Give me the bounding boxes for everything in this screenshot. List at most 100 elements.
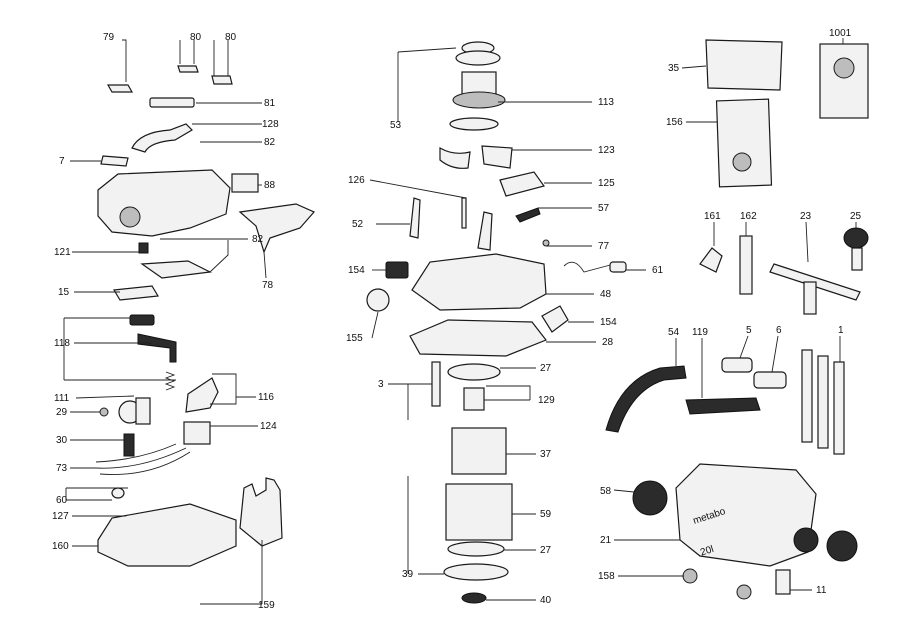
part-1001-card[interactable]	[819, 43, 869, 119]
part-158-caster-b[interactable]	[736, 584, 752, 600]
part-30-housing-body[interactable]	[135, 397, 151, 425]
part-40-cap[interactable]	[461, 592, 487, 604]
part-29-screw[interactable]	[99, 407, 109, 417]
part-154-switch[interactable]	[385, 261, 409, 279]
label-57: 57	[598, 203, 610, 214]
part-48-head[interactable]	[411, 253, 547, 311]
label-159: 159	[258, 600, 275, 611]
part-27-ring-b[interactable]	[447, 541, 505, 557]
part-1-tube-a[interactable]	[801, 349, 813, 443]
label-73: 73	[56, 463, 68, 474]
label-58: 58	[600, 486, 612, 497]
part-125-grille[interactable]	[499, 171, 545, 197]
part-124-block[interactable]	[183, 421, 211, 445]
part-116-bracket[interactable]	[185, 377, 219, 413]
part-27-ring[interactable]	[447, 363, 501, 381]
part-28-gasket[interactable]	[409, 319, 547, 357]
label-113: 113	[598, 97, 614, 108]
label-30: 30	[56, 435, 68, 446]
cover-intake-ring	[119, 206, 141, 228]
part-161-nozzle[interactable]	[699, 247, 723, 273]
part-159-holder[interactable]	[239, 477, 283, 547]
part-82-top-cover[interactable]	[97, 169, 231, 237]
part-58-wheel[interactable]	[632, 480, 668, 516]
part-81-latch[interactable]	[149, 97, 195, 108]
part-23-neck[interactable]	[803, 281, 817, 315]
part-60-knob[interactable]	[111, 487, 125, 499]
part-53-ring[interactable]	[455, 50, 501, 66]
label-23: 23	[800, 211, 812, 222]
part-78-flap[interactable]	[238, 203, 315, 254]
part-118-bracket[interactable]	[137, 333, 177, 363]
part-80-clip-b[interactable]	[211, 75, 233, 85]
part-35-filter-bag[interactable]	[705, 39, 783, 91]
label-124: 124	[260, 421, 277, 432]
part-73-cables[interactable]	[95, 443, 191, 475]
part-59-filter[interactable]	[445, 483, 513, 541]
part-15-board[interactable]	[113, 285, 159, 301]
part-162-nozzle[interactable]	[739, 235, 753, 295]
part-57-latch[interactable]	[515, 207, 541, 223]
part-79-clip[interactable]	[106, 84, 134, 93]
label-35: 35	[668, 63, 680, 74]
center-column-parts	[366, 41, 627, 604]
part-129-adapter[interactable]	[463, 387, 485, 411]
label-123: 123	[598, 145, 615, 156]
label-53-top: 53	[390, 120, 402, 131]
label-128: 128	[262, 119, 279, 130]
part-128-handle[interactable]	[131, 123, 193, 153]
part-7-label[interactable]	[100, 155, 129, 167]
part-126-rod[interactable]	[461, 197, 467, 229]
part-11-label[interactable]	[775, 569, 791, 595]
label-111: 111	[54, 393, 70, 404]
part-53-seal[interactable]	[449, 117, 499, 131]
part-39-plate[interactable]	[443, 563, 509, 581]
label-79: 79	[103, 32, 115, 43]
label-6: 6	[776, 325, 782, 336]
part-37-cage[interactable]	[451, 427, 507, 475]
part-160-base[interactable]	[97, 503, 237, 567]
part-25-neck[interactable]	[851, 247, 863, 271]
label-1: 1	[838, 325, 844, 336]
part-25-brush[interactable]	[843, 227, 869, 249]
label-77: 77	[598, 241, 610, 252]
part-113-motor[interactable]	[461, 71, 497, 95]
label-161: 161	[704, 211, 721, 222]
part-121-switch[interactable]	[138, 242, 149, 254]
label-121: 121	[54, 247, 71, 258]
label-82a: 82	[264, 137, 276, 148]
part-3-float[interactable]	[431, 361, 441, 407]
part-5-adapter[interactable]	[721, 357, 753, 373]
part-118-module[interactable]	[129, 314, 155, 326]
part-154-part[interactable]	[541, 305, 569, 333]
part-155-inlet[interactable]	[366, 288, 390, 312]
part-15-pad[interactable]	[140, 260, 213, 279]
part-77-screw[interactable]	[542, 239, 550, 247]
label-88: 88	[264, 180, 276, 191]
label-40: 40	[540, 595, 552, 606]
label-78: 78	[262, 280, 274, 291]
part-52-clamp[interactable]	[409, 197, 421, 239]
capacity-text: 20l	[699, 544, 715, 559]
part-61-cable[interactable]	[563, 261, 615, 273]
label-155: 155	[346, 333, 363, 344]
label-3: 3	[378, 379, 384, 390]
part-156-bag[interactable]	[715, 98, 773, 188]
part-88-label[interactable]	[231, 173, 259, 193]
part-30-pcb[interactable]	[123, 433, 135, 457]
label-27a: 27	[540, 363, 552, 374]
part-119-hose[interactable]	[685, 397, 761, 415]
part-113-motor-base[interactable]	[452, 91, 506, 109]
part-123-cover-right[interactable]	[481, 145, 513, 169]
part-158-caster-a[interactable]	[682, 568, 698, 584]
part-80-clip-a[interactable]	[177, 65, 199, 73]
part-54-handle[interactable]	[605, 365, 687, 433]
part-1-tube-c[interactable]	[833, 361, 845, 455]
part-1-tube-b[interactable]	[817, 355, 829, 449]
part-6-adapter[interactable]	[753, 371, 787, 389]
part-61-plug[interactable]	[609, 261, 627, 273]
part-123-cover-left[interactable]	[439, 146, 471, 169]
label-127: 127	[52, 511, 69, 522]
part-52-clamp-b[interactable]	[477, 211, 493, 251]
